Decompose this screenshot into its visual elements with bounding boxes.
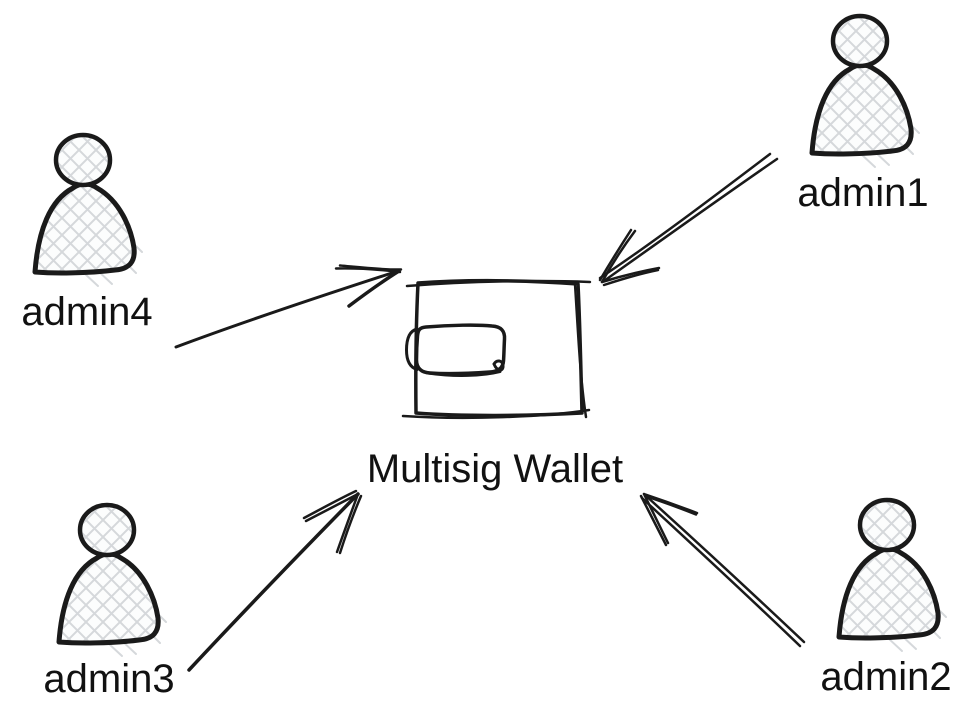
user-icon [35,135,142,286]
admin4-label: admin4 [21,290,152,334]
user-icon [812,16,919,167]
admin4-figure: admin4 [21,135,153,334]
arrow-admin1-to-wallet [598,152,779,287]
admin2-figure: admin2 [820,500,952,699]
arrow-admin3-to-wallet [187,489,363,672]
arrow-admin4-to-wallet [174,264,403,349]
arrow-admin2-to-wallet [639,492,806,648]
user-icon [59,505,166,656]
admin2-label: admin2 [820,655,951,699]
wallet-icon [401,278,592,420]
admin1-figure: admin1 [797,16,929,215]
admin1-label: admin1 [797,171,928,215]
wallet-label: Multisig Wallet [367,447,623,491]
user-icon [839,500,946,651]
admin3-figure: admin3 [43,505,175,701]
admin3-label: admin3 [43,657,174,701]
